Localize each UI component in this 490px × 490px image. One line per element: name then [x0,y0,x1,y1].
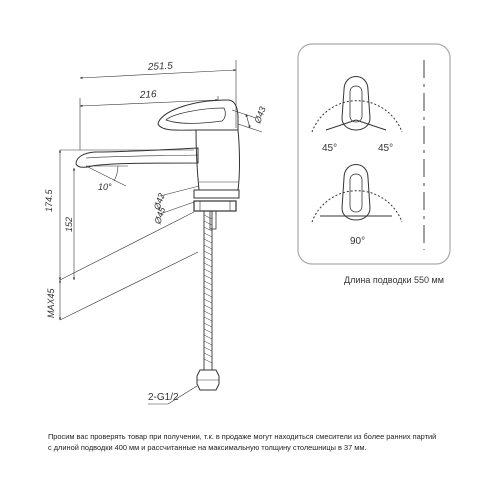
handle-top-view-upper [311,76,403,133]
inset-frame [297,43,451,265]
mixer-body [195,129,240,191]
mount-stud [209,210,217,230]
faucet-base [193,189,240,199]
handle-slot [165,107,226,124]
rotation-inset: 45° 45° 90° [297,43,451,265]
spout-inner-line [85,154,199,159]
dim-total-height: 174.5 [44,188,54,212]
dim-spout-height: 152 [64,217,74,232]
dimension-lines [58,60,263,405]
handle-top-view-lower [311,164,403,223]
dim-overall-length: 251.5 [147,61,174,73]
inset-angle-left: 45° [322,143,337,154]
inset-angle-right: 45° [378,143,393,154]
inset-angle-total: 90° [350,236,365,247]
inset-caption: Длина подводки 550 мм [344,275,444,285]
dim-diameter-top: Ø43 [252,105,268,125]
handle-lever [157,99,239,131]
purchase-note: Просим вас проверять товар при получении… [48,432,468,453]
note-line-2: с длиной подводки 400 мм и рассчитанные … [48,442,367,452]
dim-max-thickness: MAX45 [46,287,56,318]
dim-spout-angle: 10° [98,182,112,192]
thread-label: 2-G1/2 [148,392,179,403]
dim-spout-reach: 216 [139,89,158,101]
faucet-side-view [75,99,240,391]
spout-outline [75,147,199,168]
hose-nut [196,369,220,391]
hose-braid [203,214,213,364]
note-line-1: Просим вас проверять товар при получении… [48,432,437,441]
